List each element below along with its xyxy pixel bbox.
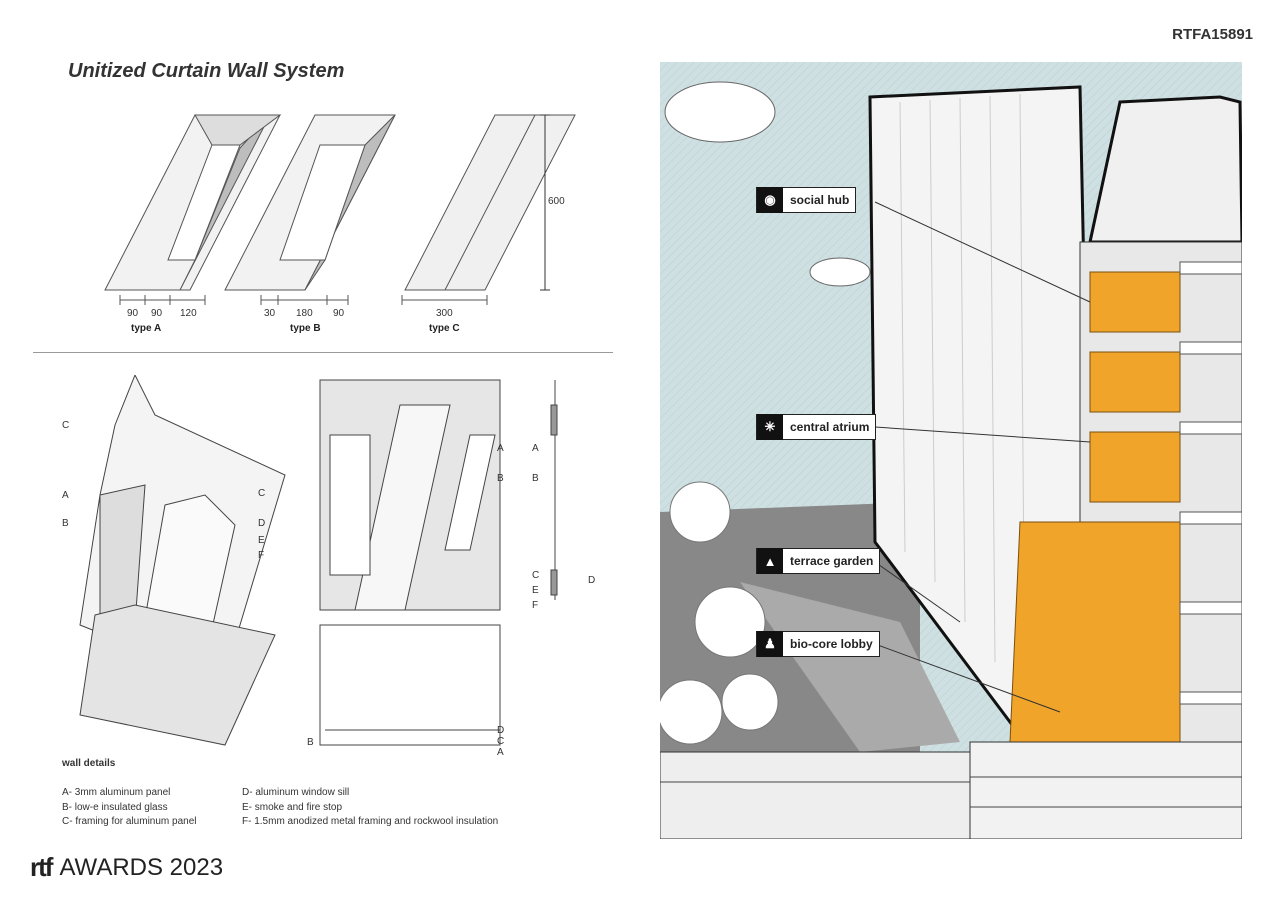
callout-d: D xyxy=(497,725,505,736)
atrium-orange xyxy=(1009,271,1181,743)
legend-item: E- smoke and fire stop xyxy=(242,801,343,813)
callout-a: A xyxy=(62,490,69,501)
callout-c: C xyxy=(62,420,70,431)
height-dimension: 600 xyxy=(548,196,565,207)
label-social-hub: ◉ social hub xyxy=(756,187,857,213)
cloud xyxy=(664,81,776,143)
label-text: terrace garden xyxy=(790,554,874,568)
building-section-illustration xyxy=(660,62,1242,839)
people-group-icon: ◉ xyxy=(757,187,783,213)
legend-heading: wall details xyxy=(62,758,116,769)
legend-col-1: A- 3mm aluminum panel B- low-e insulated… xyxy=(62,786,197,830)
label-text: bio-core lobby xyxy=(790,637,873,651)
panel-types-drawing xyxy=(104,114,576,291)
callout-b: B xyxy=(497,473,504,484)
dim-label: 90 xyxy=(333,308,345,319)
divider xyxy=(33,352,613,353)
legend-item: A- 3mm aluminum panel xyxy=(62,787,171,798)
type-label: type B xyxy=(290,323,321,334)
type-label: type A xyxy=(131,323,162,334)
label-central-atrium: ✳ central atrium xyxy=(756,414,877,440)
label-text: central atrium xyxy=(790,420,870,434)
callout-c: C xyxy=(497,736,505,747)
cloud xyxy=(809,257,871,287)
dim-label: 30 xyxy=(264,308,276,319)
podium-left xyxy=(660,751,971,839)
callout-f: F xyxy=(258,550,265,561)
people-icon: ♟ xyxy=(757,631,783,657)
type-label: type C xyxy=(429,323,460,334)
dim-label: 90 xyxy=(127,308,139,319)
label-text: social hub xyxy=(790,193,850,207)
callout-c: C xyxy=(258,488,266,499)
plan-detail xyxy=(319,624,501,746)
legend-item: D- aluminum window sill xyxy=(242,787,350,798)
legend-item: C- framing for aluminum panel xyxy=(62,816,197,827)
rtf-logo: rtf xyxy=(30,852,53,882)
callout-a: A xyxy=(497,747,504,758)
callout-d: D xyxy=(258,518,266,529)
legend-col-2: D- aluminum window sill E- smoke and fir… xyxy=(242,786,498,830)
callout-b: B xyxy=(307,737,314,748)
awards-text: AWARDS 2023 xyxy=(59,853,224,881)
legend-item: F- 1.5mm anodized metal framing and rock… xyxy=(242,816,499,827)
callout-c: C xyxy=(532,570,540,581)
label-terrace-garden: ▲ terrace garden xyxy=(756,548,881,574)
wall-detail-drawings xyxy=(79,375,558,746)
dimension-lines xyxy=(119,295,488,305)
rtf-awards-logo: rtf AWARDS 2023 xyxy=(30,852,223,883)
callout-a: A xyxy=(497,443,504,454)
dim-label: 180 xyxy=(296,308,313,319)
network-icon: ✳ xyxy=(757,414,783,440)
page-title: Unitized Curtain Wall System xyxy=(68,60,345,82)
tree-person-icon: ▲ xyxy=(757,548,783,574)
callout-e: E xyxy=(532,585,539,596)
entry-code: RTFA15891 xyxy=(1172,26,1253,43)
label-bio-core-lobby: ♟ bio-core lobby xyxy=(756,631,880,657)
callout-b: B xyxy=(62,518,69,529)
dim-label: 300 xyxy=(436,308,453,319)
callout-f: F xyxy=(532,600,539,611)
callout-d: D xyxy=(588,575,596,586)
callout-a: A xyxy=(532,443,539,454)
dim-label: 90 xyxy=(151,308,163,319)
legend-item: B- low-e insulated glass xyxy=(62,801,168,813)
dim-label: 120 xyxy=(180,308,197,319)
callout-b: B xyxy=(532,473,539,484)
callout-e: E xyxy=(258,535,265,546)
podium-right xyxy=(969,741,1242,839)
